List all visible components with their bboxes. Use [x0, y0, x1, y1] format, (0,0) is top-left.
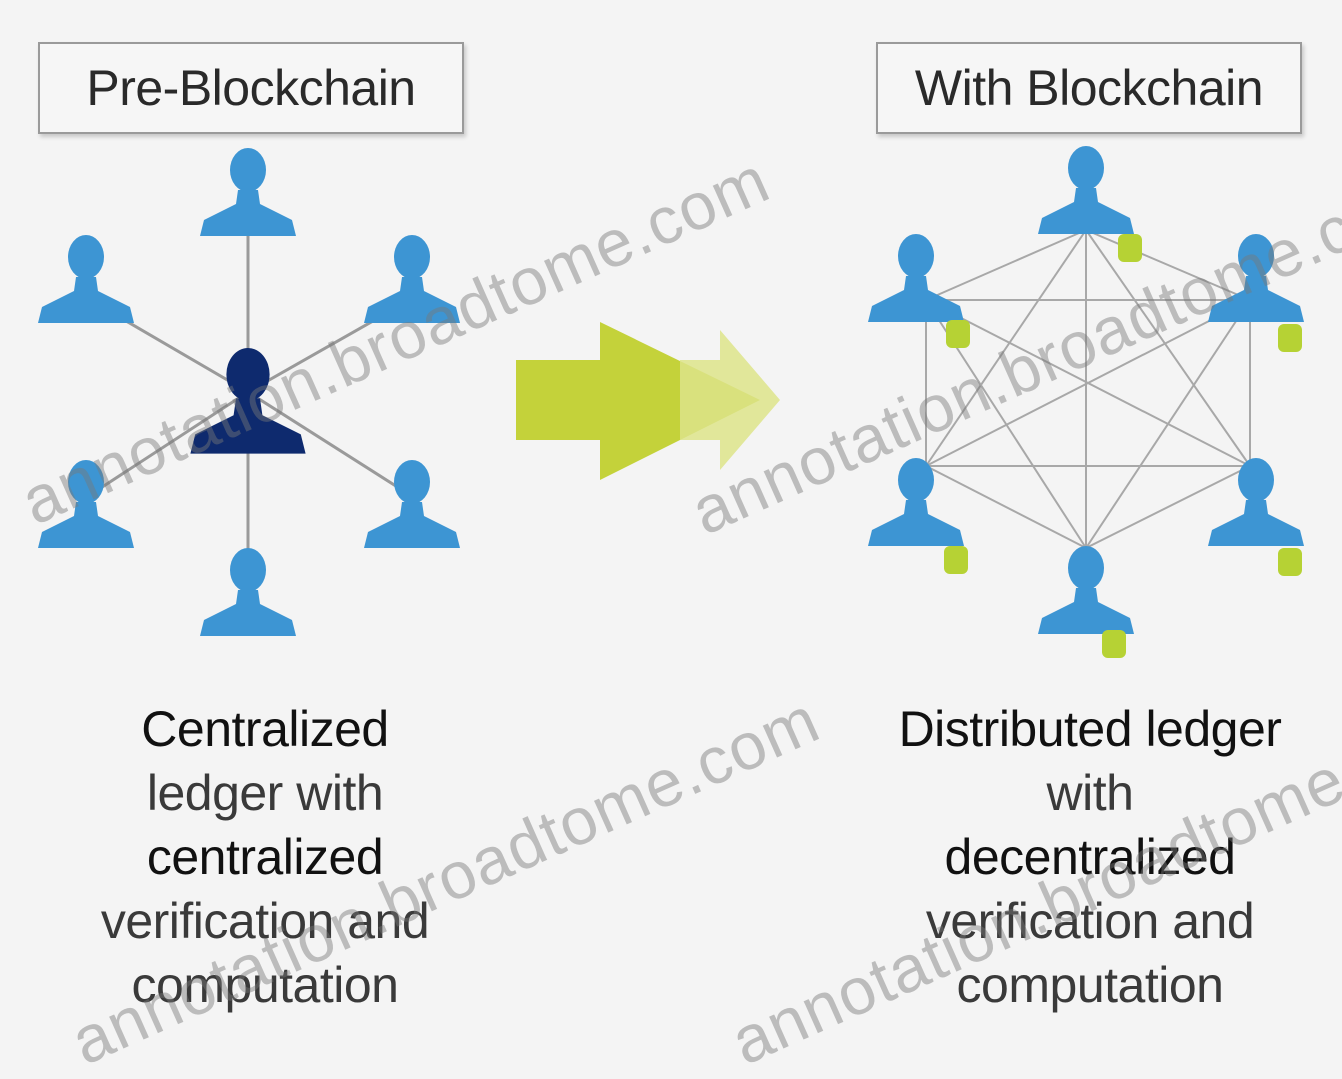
- caption-line: computation: [956, 957, 1224, 1013]
- caption-line: with: [1046, 765, 1134, 821]
- ledger-icon-lower-right: [1278, 548, 1302, 576]
- with-blockchain-title-text: With Blockchain: [914, 60, 1264, 116]
- caption-line: decentralized: [944, 829, 1236, 885]
- caption-line: Distributed ledger: [898, 701, 1282, 757]
- caption-line: Centralized: [141, 701, 389, 757]
- ledger-icon-top: [1118, 234, 1142, 262]
- with-blockchain-title: With Blockchain: [876, 42, 1302, 134]
- mesh-link: [925, 229, 1087, 301]
- peer-icon-bottom: [1038, 546, 1134, 634]
- centralized-ledger-caption: Centralized ledger with centralized veri…: [70, 697, 460, 1017]
- mesh-link: [1085, 299, 1251, 549]
- ledger-icon-upper-right: [1278, 324, 1302, 352]
- peer-icon-upper-left: [868, 234, 964, 322]
- caption-line: centralized: [146, 829, 384, 885]
- caption-line: computation: [131, 957, 399, 1013]
- ledger-icon-lower-left: [944, 546, 968, 574]
- ledger-icon-upper-left: [946, 320, 970, 348]
- pre-blockchain-title: Pre-Blockchain: [38, 42, 464, 134]
- mesh-link: [925, 299, 1251, 467]
- mesh-link: [1085, 465, 1251, 549]
- ledger-icon-bottom: [1102, 630, 1126, 658]
- pre-blockchain-title-text: Pre-Blockchain: [86, 60, 416, 116]
- transition-arrow-icon: [516, 322, 780, 480]
- peer-icon-top: [1038, 146, 1134, 234]
- mesh-link: [1085, 229, 1251, 301]
- peer-icon-lower-right: [1208, 458, 1304, 546]
- caption-line: ledger with: [146, 765, 384, 821]
- caption-line: verification and: [100, 893, 430, 949]
- mesh-link: [1085, 229, 1251, 467]
- distributed-ledger-caption: Distributed ledger with decentralized ve…: [860, 697, 1320, 1017]
- user-icon-bottom: [200, 548, 296, 636]
- user-icon-top: [200, 148, 296, 236]
- mesh-link: [925, 229, 1087, 467]
- caption-line: verification and: [925, 893, 1255, 949]
- mesh-link: [925, 465, 1087, 549]
- user-icon-upper-left: [38, 235, 134, 323]
- blockchain-comparison-diagram: [38, 146, 1304, 658]
